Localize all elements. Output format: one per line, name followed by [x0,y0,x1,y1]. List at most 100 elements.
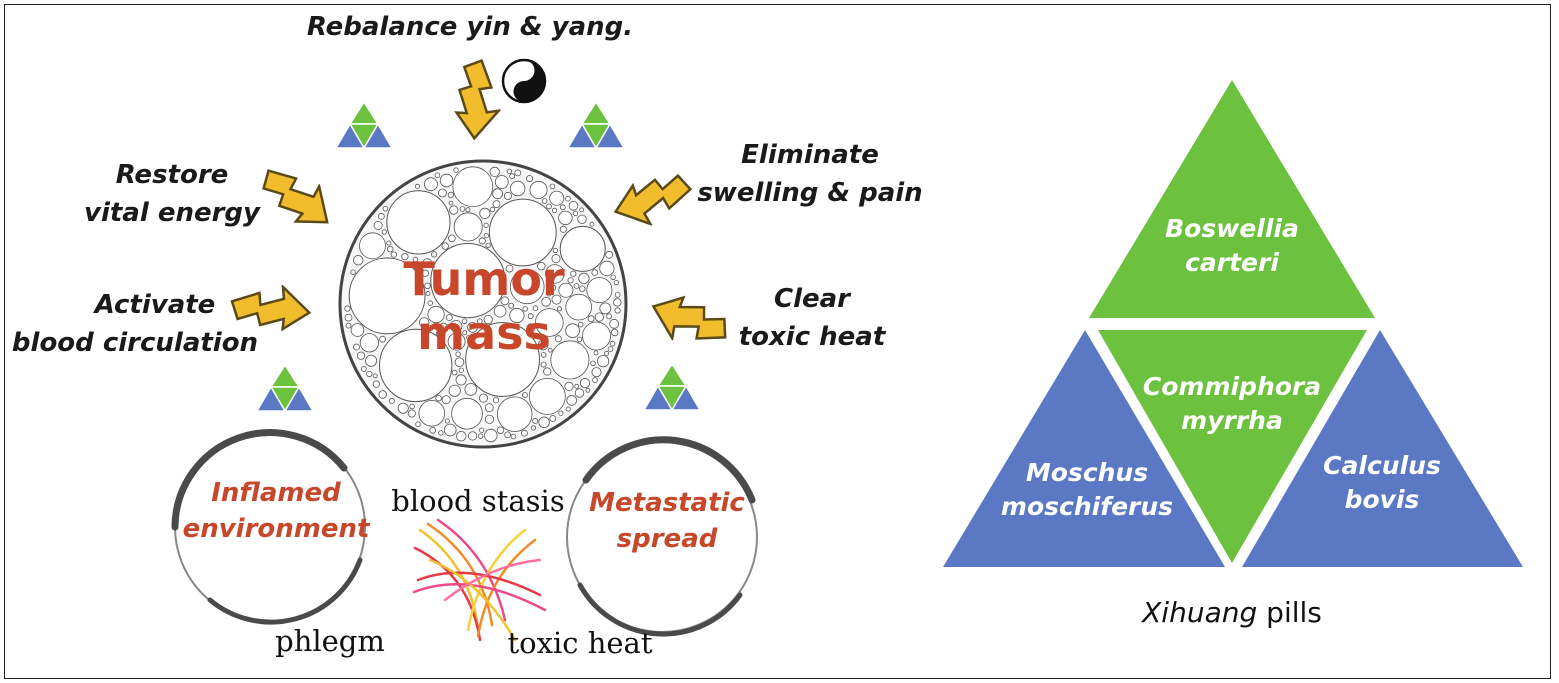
tumor-bubble [503,191,512,200]
tumor-bubble [476,318,483,325]
tumor-bubble [467,431,478,441]
tumor-bubble [479,427,485,433]
tumor-bubble [614,292,621,298]
tumor-bubble [458,367,464,373]
tumor-bubble [453,167,459,173]
tumor-bubble [427,325,434,332]
tumor-bubble [497,396,533,432]
xihuang-caption: Xihuang pills [1142,596,1322,629]
tumor-bubble [455,374,467,386]
tumor-bubble [484,414,495,424]
tumor-bubble [599,260,615,276]
tumor-bubble [558,410,564,416]
tumor-bubble [578,272,590,284]
tumor-bubble [551,254,561,264]
tumor-bubble [478,393,488,403]
calculus-label-line2: bovis [1344,485,1420,514]
tumor-bubble [422,258,433,268]
metastatic-label-line1: Metastatic [589,488,745,518]
tumor-bubble [437,188,447,198]
tumor-bubble [484,428,498,443]
tumor-bubble [451,369,458,376]
tumor-bubble [421,269,429,277]
boswellia-label-line2: carteri [1185,248,1279,277]
tumor-bubble [464,383,478,396]
tumor-bubble [559,225,567,233]
tumor-bubble [576,336,583,342]
tumor-bubble [549,415,557,422]
tumor-bubble [377,212,385,220]
tumor-bubble [609,318,619,329]
tumor-bubble [444,418,450,424]
tumor-bubble [386,190,451,255]
tumor-bubble [506,168,512,174]
blood-stasis-curves [412,518,547,642]
tumor-bubble [522,392,528,398]
tumor-bubble [435,395,442,402]
tumor-bubble [462,330,468,336]
tumor-bubble [500,296,510,306]
tumor-bubble [350,323,365,337]
tumor-bubble [353,343,360,351]
tumor-bubble [451,397,483,430]
yin-yang-icon [501,58,547,104]
tumor-bubble [438,430,444,436]
tumor-bubble [379,328,453,403]
tumor-bubble [578,321,584,328]
tumor-bubble [430,243,506,319]
tumor-bubble [445,314,453,322]
tumor-bubble [353,255,364,266]
toxic-heat-label: toxic heat [507,626,653,660]
restore-label-line2: vital energy [84,198,260,228]
tumor-bubble [419,317,430,328]
tumor-bubble [609,340,616,347]
tumor-bubble [423,177,438,192]
tumor-bubble [554,335,562,343]
activate-label-line2: blood circulation [11,328,259,358]
arrow-activate [229,283,312,335]
tumor-bubble [414,183,420,189]
tumor-bubble [582,321,611,351]
tumor-bubble [526,175,534,183]
tumor-bubble [509,173,516,180]
tumor-bubble [447,332,466,351]
tumor-bubble [527,313,534,320]
boswellia-triangle [1089,80,1375,318]
arrow-restore [252,160,342,236]
tumor-bubble [359,232,386,260]
tumor-bubble [526,323,536,333]
tumor-bubble [543,367,552,376]
tumor-bubble [587,315,595,323]
clear-label-line2: toxic heat [738,322,886,352]
tumor-bubble [441,395,451,405]
tumor-bubble [381,229,387,235]
tumor-bubble [386,240,392,246]
tumor-bubble [453,212,483,242]
xihuang-caption-italic: Xihuang [1142,596,1258,629]
metastatic-ring [566,436,758,637]
tumor-bubble [559,225,606,272]
tumor-bubble [412,256,419,263]
tumor-bubble [579,285,586,292]
tumor-bubble [504,431,511,439]
tumor-bubble [449,320,463,333]
tumor-bubble [564,381,574,391]
metastatic-label-line2: spread [616,524,718,554]
tumor-bubble [559,204,566,211]
commiphora-label-line2: myrrha [1181,406,1283,435]
xihuang-caption-rest: pills [1257,596,1322,629]
tumor-bubble [510,180,526,197]
tumor-bubble [407,409,416,418]
tumor-bubble [465,322,541,397]
tumor-bubble [492,397,500,404]
tumor-bubble [510,433,517,440]
tumor-bubble [438,322,449,333]
tumor-bubble [388,397,395,404]
tumor-bubble [483,314,493,325]
tumor-bubble [585,387,591,393]
tumor-bubble [483,233,489,239]
tumor-bubble [589,221,595,227]
tumor-bubble [492,188,504,200]
tumor-bubble [532,417,539,424]
tumor-circle [338,159,628,449]
